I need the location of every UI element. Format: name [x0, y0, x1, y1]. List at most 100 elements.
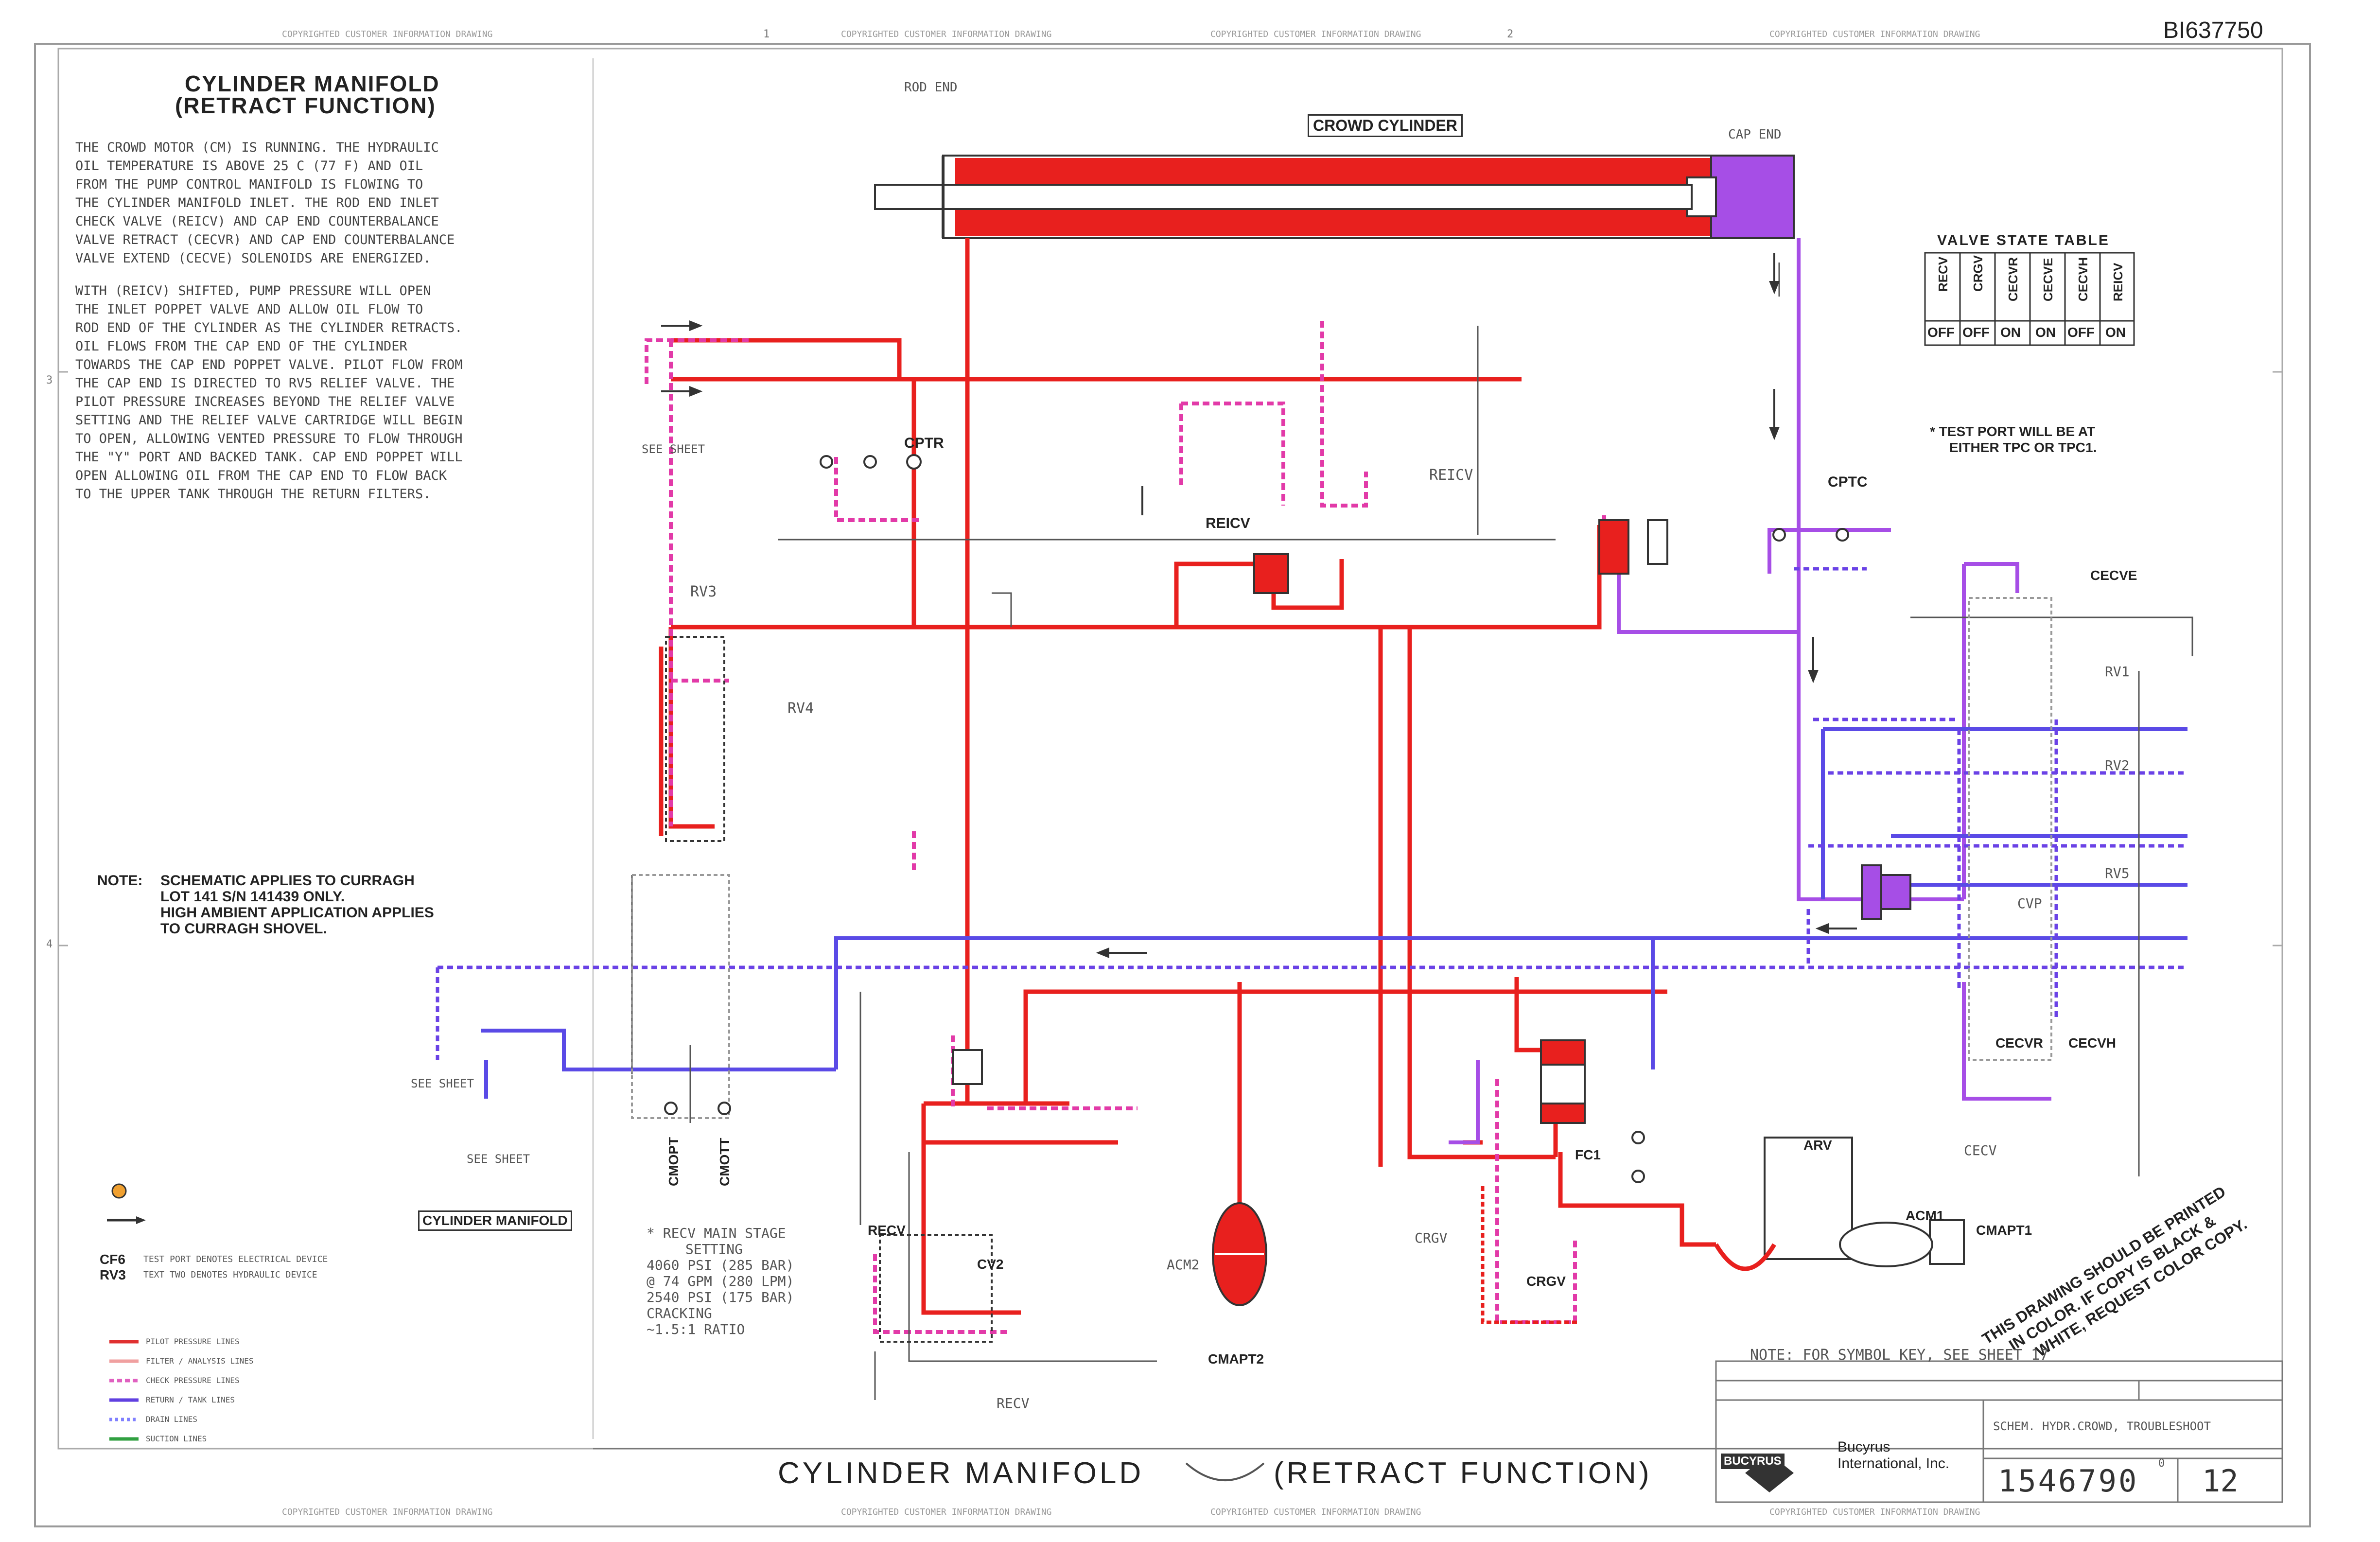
legend-line-5: DRAIN LINES: [146, 1415, 197, 1424]
outer-border: [34, 43, 2311, 1527]
description-paragraph-2: WITH (REICV) SHIFTED, PUMP PRESSURE WILL…: [75, 283, 463, 502]
label-acm2: ACM2: [1167, 1257, 1200, 1273]
label-cmapt2: CMAPT2: [1208, 1351, 1264, 1367]
legend-text-rv3: TEXT TWO DENOTES HYDRAULIC DEVICE: [143, 1270, 317, 1280]
signal-lines: [631, 263, 2193, 1400]
rod-end-label: ROD END: [904, 80, 958, 95]
label-acm1: ACM1: [1906, 1208, 1944, 1223]
company-name: Bucyrus International, Inc.: [1838, 1439, 1950, 1472]
legend-line-samples: [107, 1183, 146, 1441]
copyright-banner-top-2: COPYRIGHTED CUSTOMER INFORMATION DRAWING: [841, 29, 1052, 39]
sheet-number: 12: [2202, 1463, 2239, 1499]
solenoid-legend-icon: [111, 1183, 127, 1199]
label-arv: ARV: [1803, 1138, 1832, 1153]
accumulator-acm2: [1212, 1202, 1267, 1306]
copyright-banner-bottom-2: COPYRIGHTED CUSTOMER INFORMATION DRAWING: [841, 1507, 1052, 1517]
valve-state-table-grid: [1924, 252, 2135, 346]
label-cecve: CECVE: [2090, 568, 2137, 583]
label-rv5: RV5: [2105, 865, 2130, 881]
vst-state-crgv: OFF: [1962, 325, 1990, 340]
label-see-sheet-2: SEE SHEET: [411, 1077, 474, 1090]
symbol-key-note: NOTE: FOR SYMBOL KEY, SEE SHEET 17: [1750, 1347, 2049, 1364]
legend-line-6: SUCTION LINES: [146, 1434, 207, 1443]
heading-title: CYLINDER MANIFOLD: [185, 71, 440, 96]
label-cylinder-manifold: CYLINDER MANIFOLD: [418, 1210, 572, 1231]
label-cv2: CV2: [977, 1257, 1004, 1272]
label-crgv2: CRGV: [1526, 1274, 1566, 1289]
cap-end-label: CAP END: [1728, 127, 1782, 142]
drain-lines: [436, 567, 2188, 1060]
label-recv-bottom: RECV: [997, 1395, 1030, 1411]
dwg-number: 1546790: [1998, 1463, 2139, 1499]
vst-header-cecvh: CECVH: [2076, 257, 2090, 301]
test-port-note-2: EITHER TPC OR TPC1.: [1949, 440, 2097, 455]
cylinder-rod: [874, 184, 1693, 210]
vst-header-reicv: REICV: [2111, 263, 2125, 301]
accumulator-acm1: [1714, 1222, 1933, 1271]
pressure-lines: [659, 238, 1716, 1315]
vst-header-recv: RECV: [1936, 256, 1950, 292]
pilot-lines: [645, 321, 1801, 1334]
label-cvp: CVP: [2017, 895, 2042, 911]
label-see-sheet-1: SEE SHEET: [642, 442, 705, 456]
label-recv: RECV: [868, 1223, 906, 1238]
flow-arrows: [661, 253, 1857, 958]
copyright-banner-top-1: COPYRIGHTED CUSTOMER INFORMATION DRAWING: [282, 29, 493, 39]
zone-number-4: 4: [46, 938, 53, 950]
copyright-banner-bottom-4: COPYRIGHTED CUSTOMER INFORMATION DRAWING: [1769, 1507, 1980, 1517]
label-rv1: RV1: [2105, 664, 2130, 680]
test-port-note-1: * TEST PORT WILL BE AT: [1930, 424, 2096, 439]
legend-symbol-cf6: CF6: [100, 1252, 125, 1267]
cap-end-lines: [1449, 238, 2051, 1144]
crowd-cylinder-label: CROWD CYLINDER: [1308, 114, 1463, 137]
recv-setting-note: * RECV MAIN STAGE SETTING 4060 PSI (285 …: [647, 1225, 794, 1337]
valve-state-table-title: VALVE STATE TABLE: [1937, 232, 2110, 248]
note-label: NOTE:: [97, 873, 143, 889]
vst-state-cecvh: OFF: [2067, 325, 2095, 340]
zone-number-3: 3: [46, 374, 53, 386]
return-lines: [481, 727, 2188, 1099]
label-rv4: RV4: [788, 700, 814, 717]
description-paragraph-1: THE CROWD MOTOR (CM) IS RUNNING. THE HYD…: [75, 140, 455, 266]
label-cmopt: CMOPT: [666, 1137, 681, 1186]
drawing-title: SCHEM. HYDR.CROWD, TROUBLESHOOT: [1993, 1419, 2211, 1433]
vst-state-reicv: ON: [2105, 325, 2126, 340]
vst-state-cecvr: ON: [2000, 325, 2021, 340]
label-cmapt1: CMAPT1: [1976, 1223, 2032, 1238]
main-title-left: CYLINDER MANIFOLD: [778, 1456, 1144, 1490]
valve-components: [631, 519, 2052, 1343]
label-cecv: CECV: [1964, 1142, 1997, 1158]
legend-symbol-rv3: RV3: [100, 1267, 126, 1282]
label-crgv: CRGV: [1415, 1230, 1448, 1246]
label-cptc: CPTC: [1828, 474, 1868, 490]
label-cecvr: CECVR: [1995, 1035, 2044, 1051]
zone-number-2: 2: [1507, 28, 1514, 40]
vst-state-recv: OFF: [1927, 325, 1955, 340]
vst-header-cecve: CECVE: [2041, 258, 2055, 301]
label-reicv: REICV: [1206, 515, 1250, 531]
drawing-number: BI637750: [2163, 18, 2263, 43]
label-rv3: RV3: [690, 583, 717, 600]
copyright-banner-bottom-1: COPYRIGHTED CUSTOMER INFORMATION DRAWING: [282, 1507, 493, 1517]
legend-line-4: RETURN / TANK LINES: [146, 1395, 235, 1404]
label-see-sheet-3: SEE SHEET: [467, 1152, 530, 1166]
label-reicv-top: REICV: [1429, 467, 1473, 484]
label-fc1: FC1: [1575, 1147, 1601, 1162]
legend-line-3: CHECK PRESSURE LINES: [146, 1376, 240, 1385]
company-logo-text: BUCYRUS: [1721, 1454, 1785, 1469]
legend-line-1: PILOT PRESSURE LINES: [146, 1337, 240, 1346]
vst-header-crgv: CRGV: [1971, 255, 1985, 292]
copyright-banner-bottom-3: COPYRIGHTED CUSTOMER INFORMATION DRAWING: [1210, 1507, 1421, 1517]
legend-text-cf6: TEST PORT DENOTES ELECTRICAL DEVICE: [143, 1254, 328, 1264]
label-cecvh: CECVH: [2068, 1035, 2117, 1051]
vst-header-cecvr: CECVR: [2006, 257, 2020, 301]
label-rv2: RV2: [2105, 757, 2130, 773]
crowd-cylinder: [874, 155, 1795, 239]
test-ports: [664, 454, 1849, 1183]
zone-number-1: 1: [763, 28, 770, 40]
copyright-banner-top-3: COPYRIGHTED CUSTOMER INFORMATION DRAWING: [1210, 29, 1421, 39]
vst-state-cecve: ON: [2035, 325, 2056, 340]
